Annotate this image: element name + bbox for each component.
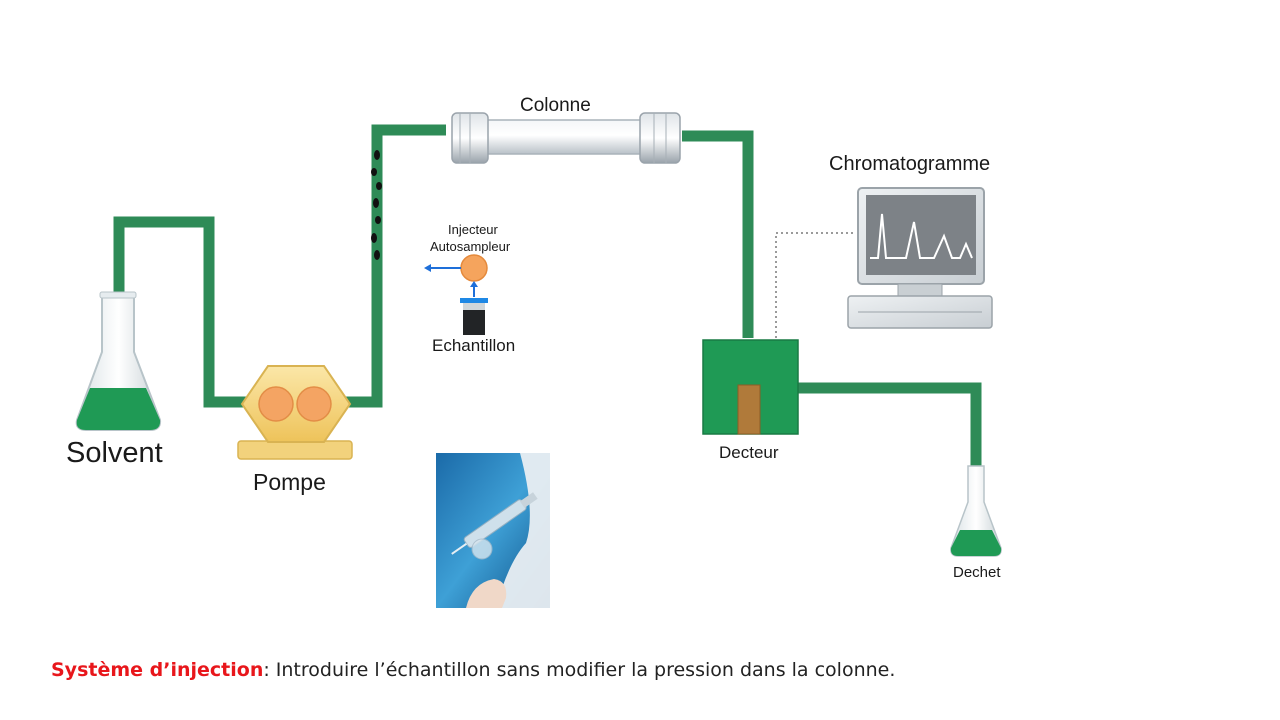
hplc-column-icon xyxy=(451,112,681,164)
tube-pump-to-column xyxy=(340,124,446,408)
waste-flask-icon xyxy=(950,465,1002,557)
syringe-photo xyxy=(436,453,550,608)
injector-label: Injecteur xyxy=(448,222,498,237)
detector-box-icon xyxy=(702,339,799,435)
caption-term: Système d’injection xyxy=(51,659,264,681)
waste-label: Dechet xyxy=(953,564,1001,581)
detector-label: Decteur xyxy=(719,443,779,462)
chromatogram-trace xyxy=(870,213,973,259)
autosampler-label: Autosampleur xyxy=(430,239,511,254)
caption-text: : Introduire l’échantillon sans modifier… xyxy=(263,659,896,681)
pump-label: Pompe xyxy=(253,469,326,495)
tube-detector-to-waste xyxy=(798,382,982,468)
tube-column-to-detector xyxy=(682,130,754,338)
peristaltic-pump-icon xyxy=(237,365,353,460)
tubing xyxy=(113,124,982,468)
detector-to-computer-cable xyxy=(775,232,856,338)
solvent-label: Solvent xyxy=(66,437,163,469)
autosampler-injector-icon xyxy=(424,254,488,335)
caption: Système d’injection: Introduire l’échant… xyxy=(51,659,895,681)
tube-solvent-to-pump xyxy=(113,216,250,408)
computer-monitor-icon xyxy=(847,187,993,329)
sample-label: Echantillon xyxy=(432,336,516,355)
column-label: Colonne xyxy=(520,95,591,116)
sample-plug-dots xyxy=(371,150,382,260)
chromatogram-label: Chromatogramme xyxy=(829,153,991,175)
erlenmeyer-flask-icon xyxy=(75,291,162,431)
